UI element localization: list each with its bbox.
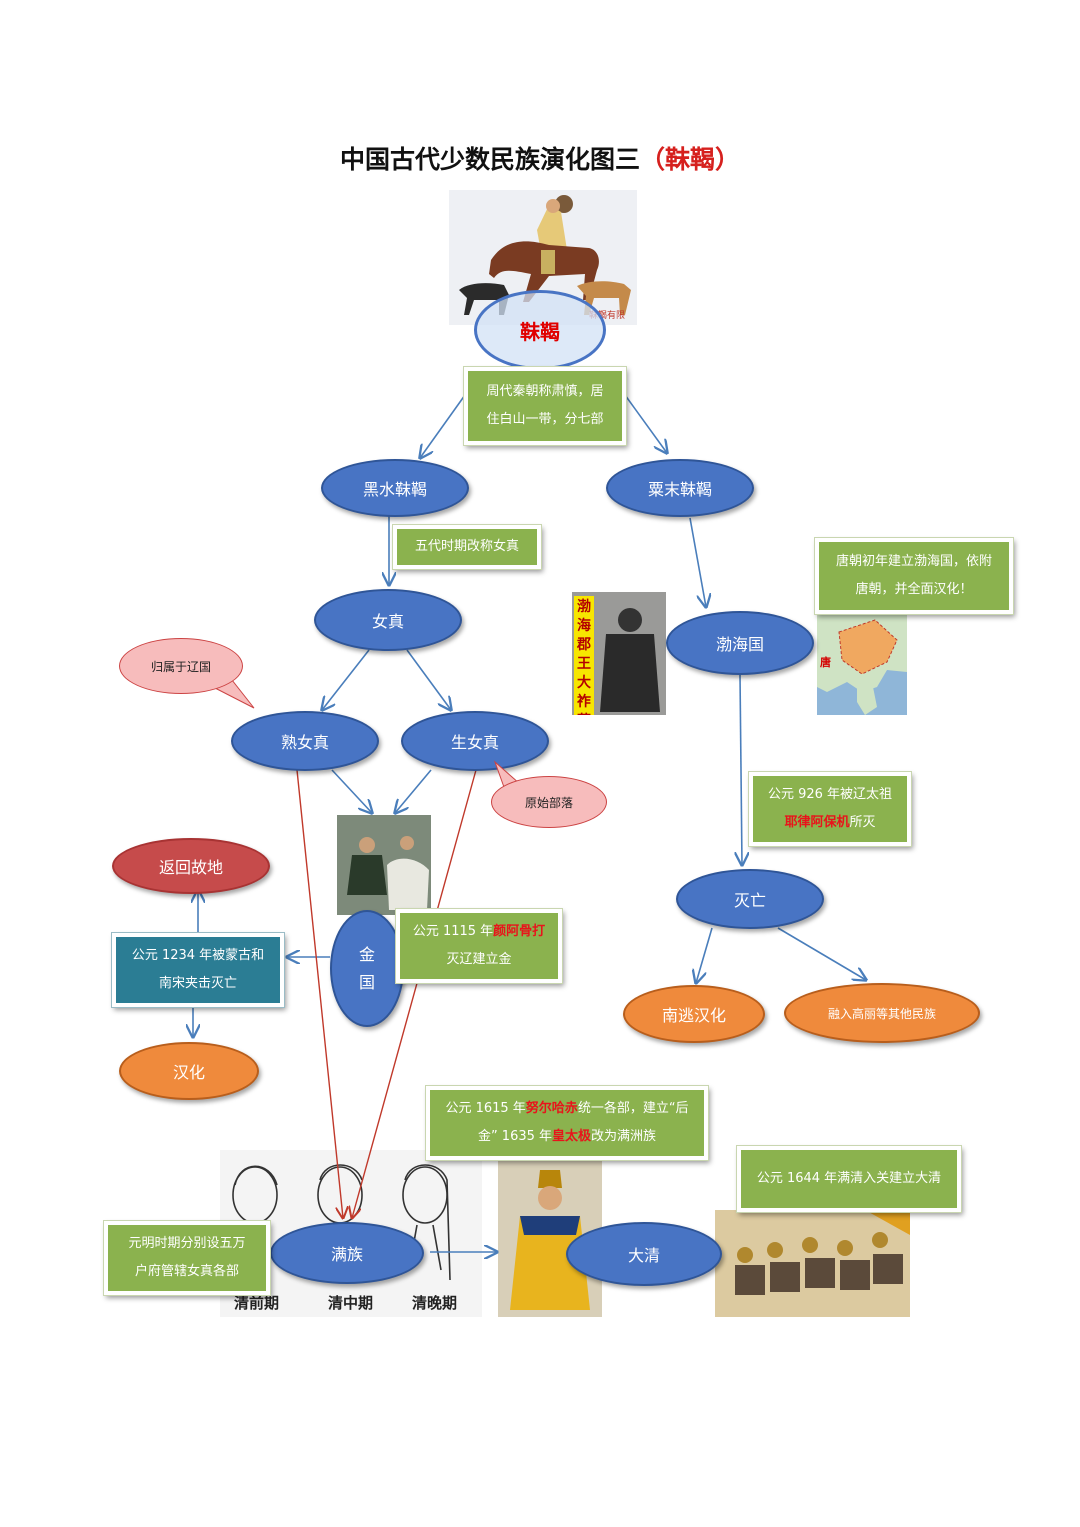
node-manzu: 满族 xyxy=(270,1222,424,1284)
title-accent: （靺鞨） xyxy=(640,145,741,174)
arrow-to-heishui xyxy=(420,394,466,458)
box-yuanming-line2: 户府管辖女真各部 xyxy=(134,1264,239,1279)
box-1115: 公元 1115 年颜阿骨打 灭辽建立金 xyxy=(395,908,563,984)
map-label: 唐 xyxy=(820,656,831,669)
node-jin-char1: 金 xyxy=(358,944,375,964)
box-1115-line2: 灭辽建立金 xyxy=(446,952,512,967)
red-arrow-sheng-to-manzu xyxy=(352,769,477,1218)
highlight-hongtaiji: 皇太极 xyxy=(552,1129,592,1144)
box-1234: 公元 1234 年被蒙古和 南宋夹击灭亡 xyxy=(111,932,285,1008)
title-main: 中国古代少数民族演化图三 xyxy=(339,145,640,174)
bohai-map: 唐 xyxy=(817,612,907,715)
arrow-to-shu xyxy=(322,649,370,710)
box-tang-line2: 唐朝，并全面汉化！ xyxy=(855,582,973,597)
node-shu-nuzhen: 熟女真 xyxy=(231,711,379,771)
node-hanhua: 汉化 xyxy=(119,1042,259,1100)
node-nantao: 南逃汉化 xyxy=(623,985,765,1043)
box-1615-suffix: 改为满洲族 xyxy=(591,1129,657,1144)
arrow-to-sumo xyxy=(624,394,667,453)
arrow-to-sheng xyxy=(406,649,451,710)
box-yuanming: 元明时期分别设五万 户府管辖女真各部 xyxy=(103,1220,271,1296)
box-yuanming-line1: 元明时期分别设五万 xyxy=(128,1236,246,1251)
box-926-line2: 耶律阿保机所灭 xyxy=(784,809,875,837)
box-926: 公元 926 年被辽太祖 耶律阿保机所灭 xyxy=(748,771,912,847)
node-sumo: 粟末靺鞨 xyxy=(606,459,754,517)
arrow-sheng-to-jin xyxy=(395,769,432,813)
highlight-nurhaci: 努尔哈赤 xyxy=(525,1101,578,1116)
box-1115-line1: 公元 1115 年颜阿骨打 xyxy=(413,918,545,946)
caption-late-qing: 清晚期 xyxy=(412,1294,458,1312)
highlight-aguda: 颜阿骨打 xyxy=(493,924,546,939)
box-1644: 公元 1644 年满清入关建立大清 xyxy=(736,1145,962,1213)
box-zhou: 周代秦朝称肃慎，居 住白山一带，分七部 xyxy=(463,366,627,446)
box-1615-prefix2: 金” 1635 年 xyxy=(477,1129,553,1144)
box-wudai: 五代时期改称女真 xyxy=(392,524,542,570)
callout-yuanshi: 原始部落 xyxy=(491,776,607,828)
box-1615-line2: 金” 1635 年皇太极改为满洲族 xyxy=(478,1123,656,1151)
box-1615-prefix: 公元 1615 年 xyxy=(445,1101,526,1116)
arrow-to-nantao xyxy=(696,927,713,983)
box-1615-mid: 统一各部，建立“后 xyxy=(577,1101,689,1116)
arrow-shu-to-jin xyxy=(331,769,372,813)
box-1615: 公元 1615 年努尔哈赤统一各部，建立“后 金” 1635 年皇太极改为满洲族 xyxy=(425,1085,709,1161)
node-jin: 金 国 xyxy=(330,910,404,1027)
caption-early-qing: 清前期 xyxy=(234,1294,280,1312)
caption-mid-qing: 清中期 xyxy=(328,1294,374,1312)
arrow-to-bohai xyxy=(689,517,706,607)
arrow-to-ronghe xyxy=(777,927,866,980)
box-tang-line1: 唐朝初年建立渤海国，依附 xyxy=(835,554,992,569)
arrow-to-miewang xyxy=(740,674,742,865)
qing-emperor-portrait xyxy=(498,1160,602,1317)
callout-liao: 归属于辽国 xyxy=(119,638,243,694)
box-926-suffix: 所灭 xyxy=(849,815,876,830)
box-1615-line1: 公元 1615 年努尔哈赤统一各部，建立“后 xyxy=(445,1095,688,1123)
box-1234-line1: 公元 1234 年被蒙古和 xyxy=(131,948,265,963)
node-heishui: 黑水靺鞨 xyxy=(321,459,469,517)
node-fanhui: 返回故地 xyxy=(112,838,270,894)
node-bohai: 渤海国 xyxy=(666,611,814,675)
node-ronghe: 融入高丽等其他民族 xyxy=(784,983,980,1043)
qing-army-painting xyxy=(715,1210,910,1317)
red-arrow-shu-to-manzu xyxy=(296,769,343,1218)
box-926-line1: 公元 926 年被辽太祖 xyxy=(767,787,893,802)
box-zhou-line2: 住白山一带，分七部 xyxy=(486,412,604,427)
node-daqing: 大清 xyxy=(566,1222,722,1286)
dazuorong-portrait: 渤海郡王大祚荣 xyxy=(572,592,666,715)
box-tang: 唐朝初年建立渤海国，依附 唐朝，并全面汉化！ xyxy=(814,537,1014,615)
node-sheng-nuzhen: 生女真 xyxy=(401,711,549,771)
node-jin-char2: 国 xyxy=(358,972,375,992)
box-1115-prefix: 公元 1115 年 xyxy=(412,924,494,939)
highlight-yelv-abaoji: 耶律阿保机 xyxy=(784,815,850,830)
box-1234-line2: 南宋夹击灭亡 xyxy=(158,976,237,991)
prince-caption: 渤海郡王大祚荣 xyxy=(574,596,594,715)
node-nuzhen: 女真 xyxy=(314,589,462,651)
box-zhou-line1: 周代秦朝称肃慎，居 xyxy=(486,384,604,399)
page-title: 中国古代少数民族演化图三（靺鞨） xyxy=(0,140,1080,176)
node-miewang: 灭亡 xyxy=(676,869,824,929)
jin-riders-painting xyxy=(337,815,431,915)
